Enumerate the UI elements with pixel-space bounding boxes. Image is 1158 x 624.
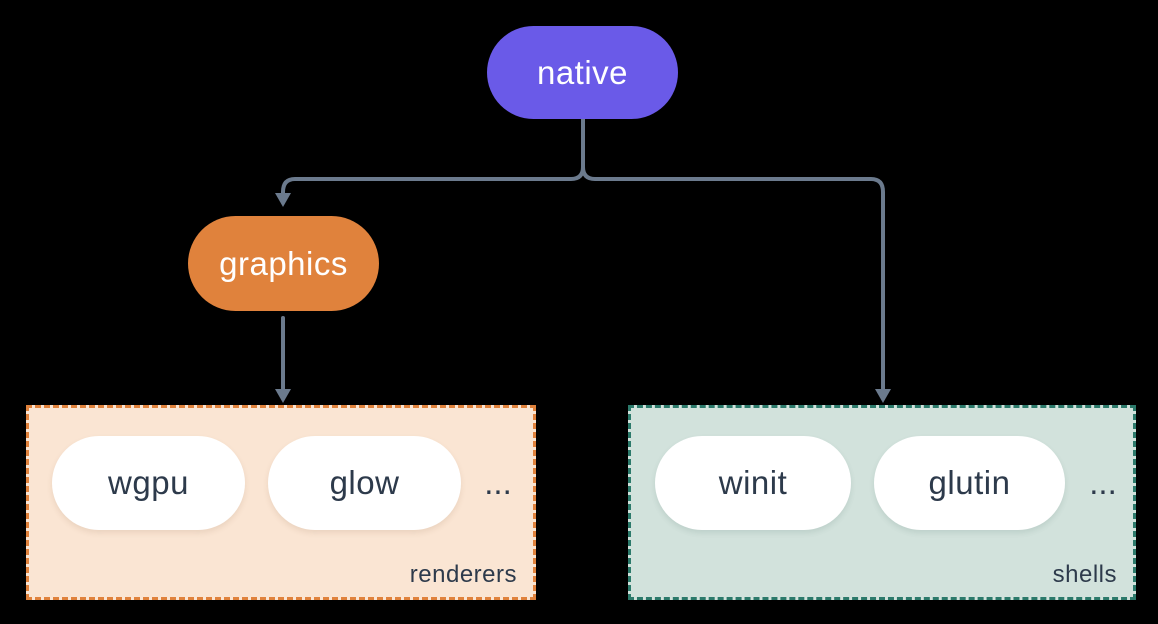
edge-native-to-shells [581, 165, 885, 391]
arrowheads [275, 193, 891, 403]
node-graphics-label: graphics [219, 244, 348, 282]
pill-wgpu: wgpu [52, 436, 245, 530]
edge-native-to-graphics [281, 117, 585, 195]
group-renderers-label: renderers [409, 561, 517, 588]
pill-winit: winit [655, 436, 851, 530]
pill-winit-label: winit [718, 464, 788, 501]
group-renderers: wgpu glow ... renderers [26, 405, 536, 600]
shells-ellipsis: ... [1089, 464, 1117, 501]
group-shells: winit glutin ... shells [628, 405, 1136, 600]
arrowhead-graphics [275, 193, 291, 207]
node-native: native [487, 26, 678, 119]
node-native-label: native [536, 53, 629, 91]
renderers-ellipsis: ... [484, 464, 512, 501]
pill-glutin: glutin [874, 436, 1065, 530]
group-shells-label: shells [1052, 561, 1117, 588]
arrowhead-shells [875, 389, 891, 403]
node-graphics: graphics [188, 216, 379, 311]
pill-wgpu-label: wgpu [108, 464, 189, 501]
pill-glow: glow [268, 436, 461, 530]
arrowhead-renderers [275, 389, 291, 403]
pill-glow-label: glow [329, 464, 400, 501]
pill-glutin-label: glutin [928, 464, 1011, 501]
